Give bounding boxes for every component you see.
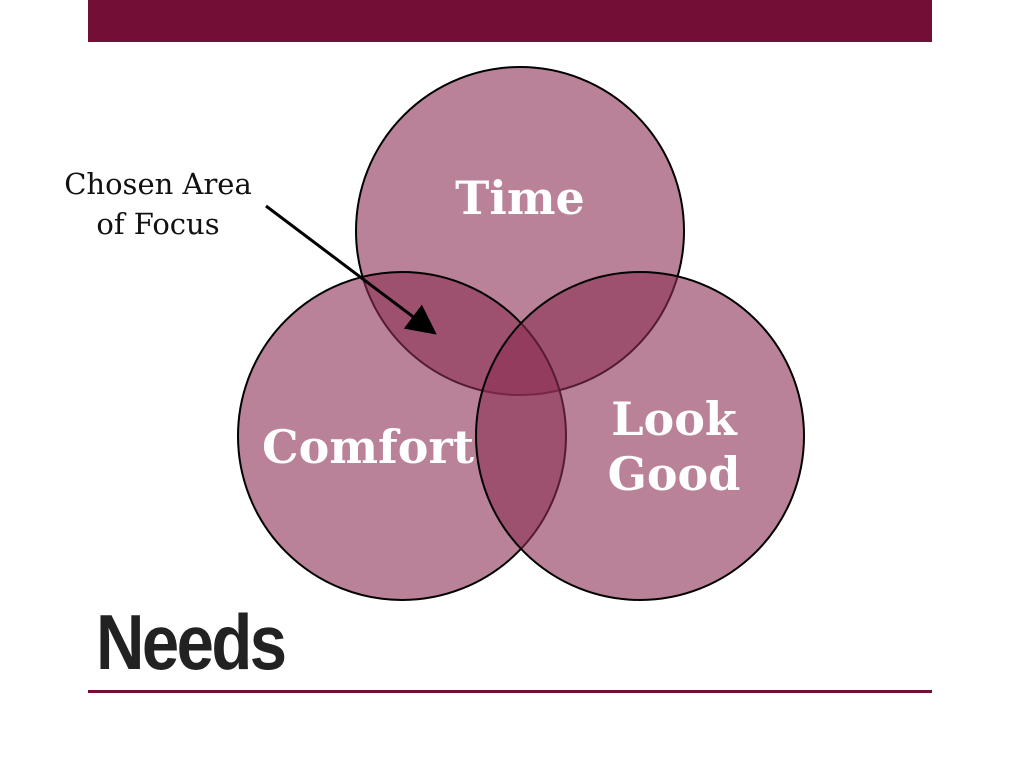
slide-title: Needs — [96, 598, 287, 686]
label-time: Time — [455, 171, 585, 225]
bottom-divider — [88, 690, 932, 693]
callout-line-1: Chosen Area — [64, 167, 252, 201]
venn-circles — [237, 66, 805, 601]
callout-arrow — [265, 204, 437, 335]
label-comfort: Comfort — [262, 420, 475, 474]
top-accent-bar — [88, 0, 932, 42]
callout-line-2: of Focus — [96, 207, 220, 241]
label-look-good-line2: Good — [608, 447, 741, 501]
label-look-good-line1: Look — [611, 392, 738, 446]
circle-look-good — [475, 271, 805, 601]
callout-text: Chosen Area of Focus — [40, 164, 276, 244]
